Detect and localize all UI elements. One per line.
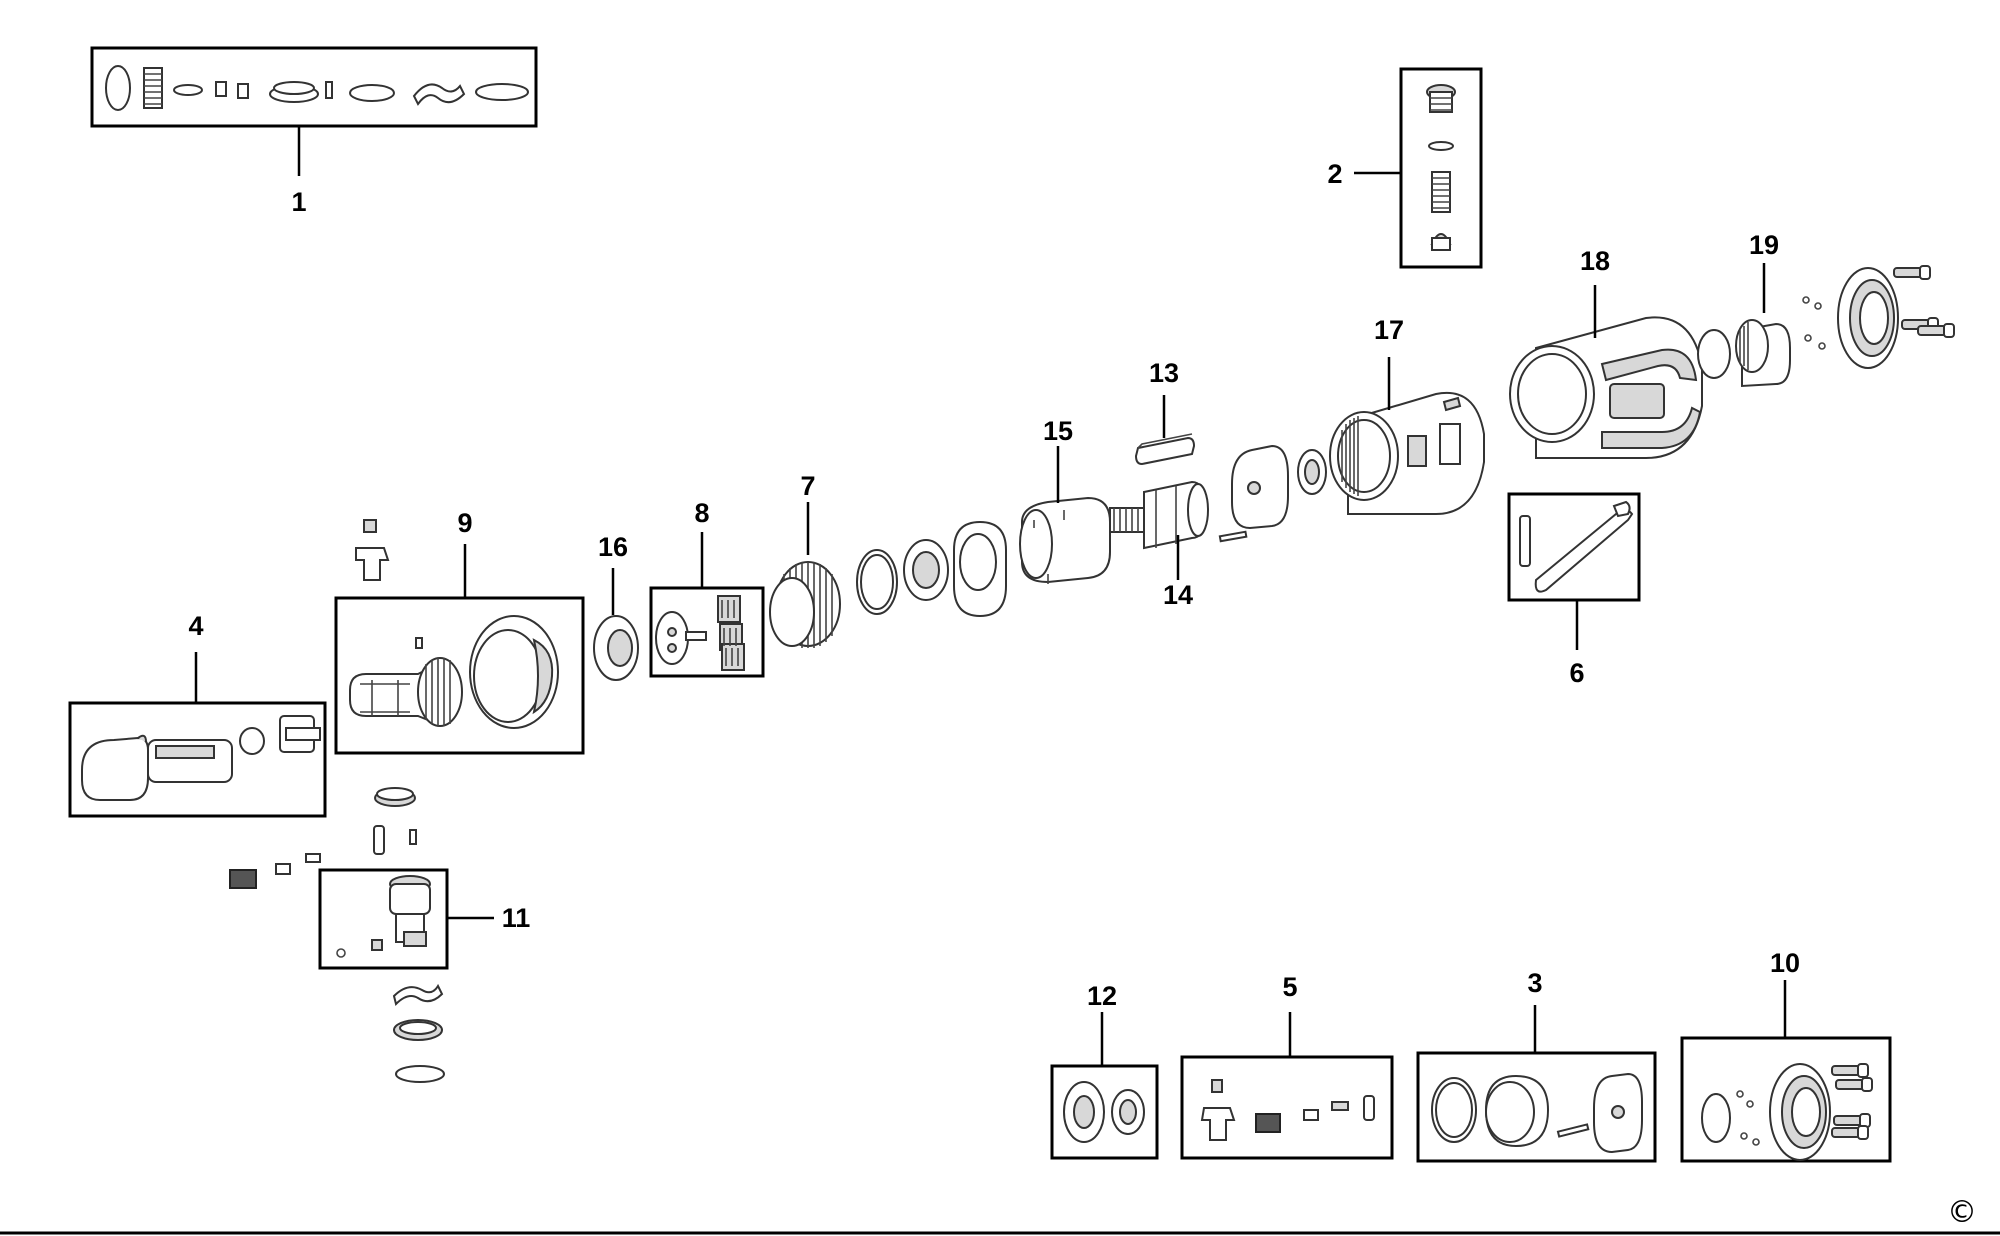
callout-14: 14 — [1163, 580, 1193, 610]
part-18-grip — [1509, 316, 1703, 459]
kit-box-3 — [1416, 1051, 1657, 1163]
loose-parts-lower — [229, 787, 417, 889]
part-17-housing — [1329, 391, 1485, 515]
callout-1: 1 — [291, 187, 306, 217]
callout-11: 11 — [502, 903, 531, 933]
callout-17: 17 — [1374, 315, 1404, 345]
callout-13: 13 — [1149, 358, 1179, 388]
callout-16: 16 — [598, 532, 628, 562]
callout-18: 18 — [1580, 246, 1610, 276]
intermediate-parts — [856, 520, 1007, 618]
callout-5: 5 — [1282, 972, 1297, 1002]
callout-2: 2 — [1327, 159, 1342, 189]
kit-box-11 — [318, 868, 449, 970]
callout-15: 15 — [1043, 416, 1073, 446]
o-ring-rear — [1697, 329, 1731, 379]
callout-12: 12 — [1087, 981, 1117, 1011]
part-15-cylinder — [1019, 496, 1111, 584]
callout-6: 6 — [1569, 658, 1584, 688]
kit-box-6 — [1507, 492, 1641, 602]
part-16-bearing — [593, 615, 639, 681]
kit-box-8 — [649, 586, 765, 678]
loose-pin-upper — [355, 519, 390, 581]
kit-box-1 — [90, 46, 538, 128]
part-13-vane — [1134, 433, 1196, 466]
callout-7: 7 — [800, 471, 815, 501]
exhaust-deflector — [1802, 265, 1955, 369]
part-7-ring-gear — [769, 561, 841, 648]
callout-10: 10 — [1770, 948, 1800, 978]
callout-4: 4 — [188, 611, 203, 641]
callout-8: 8 — [694, 498, 709, 528]
end-plate-rear — [1231, 444, 1327, 530]
kit-box-2 — [1399, 67, 1483, 269]
callout-19: 19 — [1749, 230, 1779, 260]
loose-parts-bottom — [392, 983, 445, 1083]
kit-box-10 — [1680, 1036, 1892, 1163]
kit-box-12 — [1050, 1064, 1159, 1160]
callout-9: 9 — [457, 508, 472, 538]
kit-box-5 — [1180, 1055, 1394, 1160]
kit-box-9 — [334, 596, 585, 755]
part-14-rotor — [1109, 480, 1248, 550]
copyright-symbol: © — [1947, 1195, 1977, 1230]
kit-box-4 — [68, 701, 327, 818]
part-19-bushing — [1735, 319, 1791, 388]
callout-3: 3 — [1527, 968, 1542, 998]
